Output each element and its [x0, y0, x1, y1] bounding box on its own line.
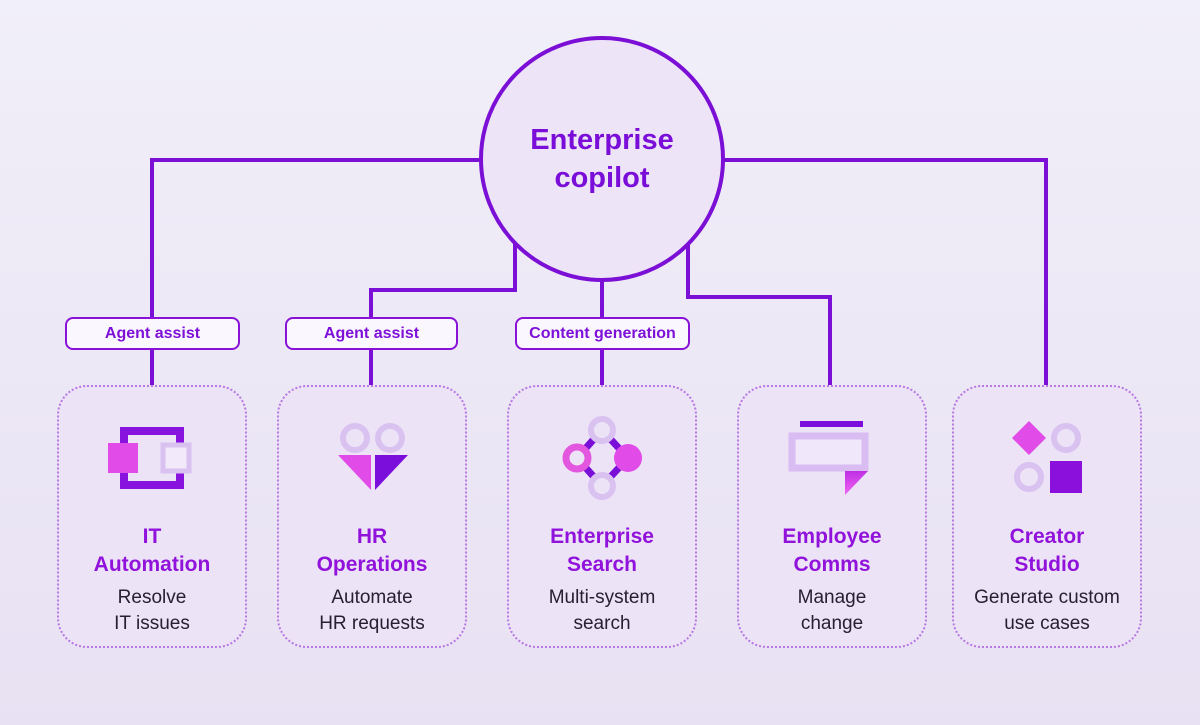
card-description: Generate custom use cases: [974, 585, 1120, 637]
card-icon-box: [787, 415, 877, 501]
card-desc-line2: search: [573, 613, 631, 634]
badge-label: Agent assist: [104, 324, 201, 342]
card-title-line1: Creator: [1009, 525, 1085, 548]
card-title-line1: IT: [142, 525, 162, 548]
card-title-line2: Search: [566, 553, 638, 576]
card-description: Automate HR requests: [319, 585, 425, 637]
card-title: Creator Studio: [1010, 523, 1085, 579]
card-title-line1: Employee: [782, 525, 882, 548]
card-title-line2: Operations: [316, 553, 428, 576]
card-creator-studio: Creator Studio Generate custom use cases: [952, 385, 1142, 648]
hr-operations-icon: [338, 423, 408, 490]
card-description: Multi-system search: [549, 585, 656, 637]
card-icon-box: [107, 415, 197, 501]
enterprise-search-icon: [562, 416, 642, 500]
card-desc-line1: Manage: [797, 587, 867, 608]
card-description: Resolve IT issues: [114, 585, 190, 637]
badge-agent-assist-1: Agent assist: [65, 317, 240, 350]
card-desc-line1: Resolve: [117, 587, 187, 608]
connector-it-automation: [150, 158, 495, 386]
card-description: Manage change: [798, 585, 867, 637]
card-title-line1: Enterprise: [550, 525, 654, 548]
card-desc-line2: change: [800, 613, 864, 634]
card-desc-line2: use cases: [1004, 613, 1090, 634]
hub-label-line2: copilot: [554, 162, 650, 194]
card-hr-operations: HR Operations Automate HR requests: [277, 385, 467, 648]
card-title-line1: HR: [356, 525, 388, 548]
card-title: HR Operations: [317, 523, 428, 579]
card-desc-line2: IT issues: [114, 613, 190, 634]
card-title-line2: Comms: [793, 553, 871, 576]
badge-label: Content generation: [529, 324, 676, 342]
card-title-line2: Studio: [1014, 553, 1080, 576]
badge-label: Agent assist: [323, 324, 420, 342]
card-title: Employee Comms: [782, 523, 881, 579]
card-employee-comms: Employee Comms Manage change: [737, 385, 927, 648]
badge-content-generation: Content generation: [515, 317, 690, 350]
badge-agent-assist-2: Agent assist: [285, 317, 458, 350]
card-icon-box: [556, 415, 648, 501]
card-title: IT Automation: [94, 523, 211, 579]
card-title-line2: Automation: [93, 553, 211, 576]
card-it-automation: IT Automation Resolve IT issues: [57, 385, 247, 648]
card-desc-line1: Automate: [331, 587, 413, 608]
employee-comms-icon: [788, 421, 869, 495]
creator-studio-icon: [1012, 421, 1082, 493]
card-title: Enterprise Search: [550, 523, 654, 579]
card-desc-line1: Generate custom: [974, 587, 1120, 608]
it-automation-icon: [108, 427, 192, 489]
card-desc-line1: Multi-system: [548, 587, 656, 608]
card-enterprise-search: Enterprise Search Multi-system search: [507, 385, 697, 648]
card-desc-line2: HR requests: [319, 613, 425, 634]
hub-node-enterprise-copilot: Enterprise copilot: [479, 36, 725, 282]
card-icon-box: [329, 415, 415, 501]
card-icon-box: [1002, 415, 1092, 501]
connector-hr-operations: [369, 240, 517, 386]
hub-label-line1: Enterprise: [530, 124, 674, 156]
connector-creator-studio: [710, 158, 1048, 386]
connector-employee-comms: [686, 242, 832, 386]
